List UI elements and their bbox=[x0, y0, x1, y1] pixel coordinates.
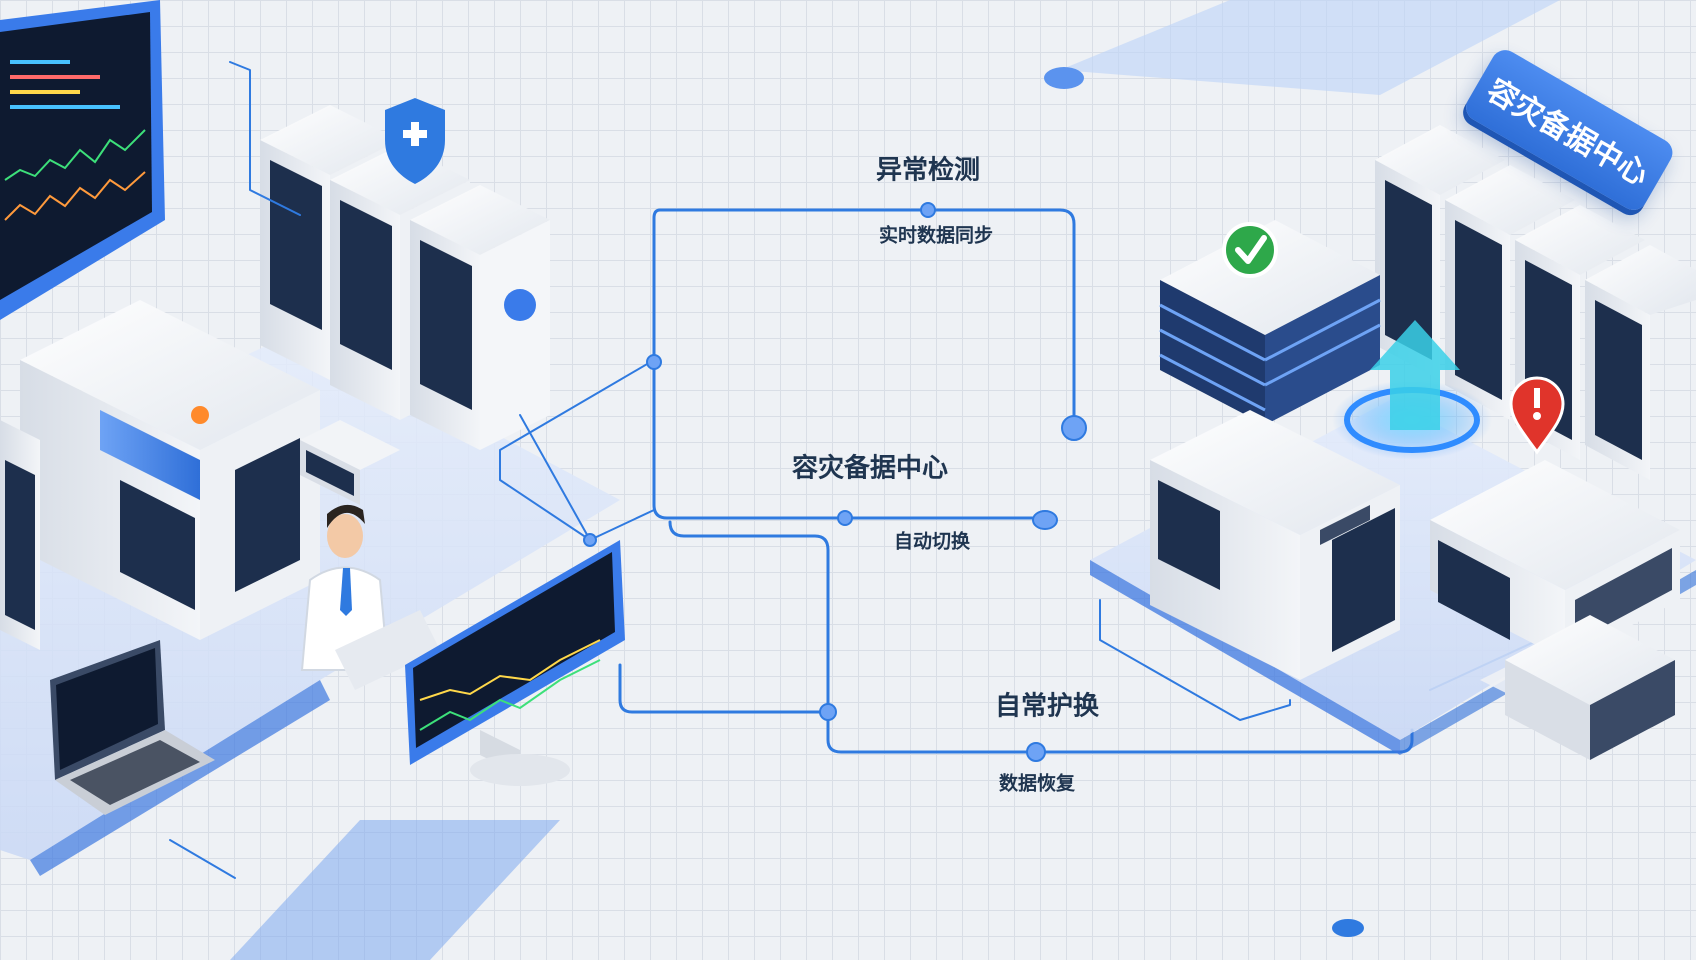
node-plug bbox=[1032, 510, 1058, 530]
monitoring-wall-screen bbox=[0, 0, 165, 320]
sync-loop bbox=[658, 208, 1076, 427]
server-rack-c bbox=[410, 185, 550, 450]
top-left-link bbox=[229, 61, 301, 216]
backup-mini-stack bbox=[1480, 615, 1680, 760]
node-rack bbox=[583, 533, 597, 547]
backup-server-box bbox=[1150, 410, 1400, 680]
panel-link bbox=[499, 359, 655, 541]
desk-monitor bbox=[405, 540, 625, 786]
label-dr-center: 容灾备据中心 bbox=[791, 453, 949, 484]
primary-server-block bbox=[20, 300, 320, 640]
node-cable-end bbox=[1061, 415, 1087, 441]
node-switch bbox=[837, 510, 853, 526]
label-self-switch: 自常护换 bbox=[994, 691, 1100, 722]
alert-icon bbox=[1509, 376, 1565, 455]
laptop bbox=[50, 640, 215, 815]
doctor-operator bbox=[300, 504, 440, 690]
node-left bbox=[646, 354, 662, 370]
primary-platform-edge bbox=[30, 680, 330, 876]
status-led-orange bbox=[191, 406, 209, 424]
backup-server-alert bbox=[1430, 460, 1680, 660]
top-decor-band bbox=[1060, 0, 1560, 95]
right-link bbox=[1099, 599, 1291, 721]
doctor-head bbox=[327, 514, 363, 558]
floating-dot-top bbox=[1044, 67, 1084, 89]
bottom-left-link bbox=[169, 839, 236, 879]
rack-fan-icon bbox=[504, 289, 536, 321]
backup-site bbox=[1090, 125, 1696, 760]
monitor-link bbox=[618, 663, 830, 714]
bottom-decor-band bbox=[230, 820, 560, 960]
floating-dot-bottom bbox=[1332, 919, 1364, 937]
connection-nodes bbox=[583, 202, 1087, 762]
medical-cross-icon bbox=[385, 98, 445, 184]
primary-site bbox=[0, 0, 625, 876]
node-recovery bbox=[1026, 742, 1046, 762]
node-monitor bbox=[819, 703, 837, 721]
label-realtime-sync: 实时数据同步 bbox=[878, 224, 994, 247]
edge-rack-left bbox=[0, 420, 40, 650]
upload-arrow-icon bbox=[1332, 320, 1492, 460]
label-anomaly-detection: 异常检测 bbox=[875, 155, 981, 186]
backup-storage-stack bbox=[1159, 220, 1381, 425]
label-data-recovery: 数据恢复 bbox=[998, 772, 1076, 795]
left-vertical bbox=[652, 208, 1042, 520]
node-sync bbox=[920, 202, 936, 218]
check-icon bbox=[1222, 222, 1278, 278]
label-auto-switch: 自动切换 bbox=[893, 530, 971, 553]
network-device bbox=[300, 420, 400, 505]
